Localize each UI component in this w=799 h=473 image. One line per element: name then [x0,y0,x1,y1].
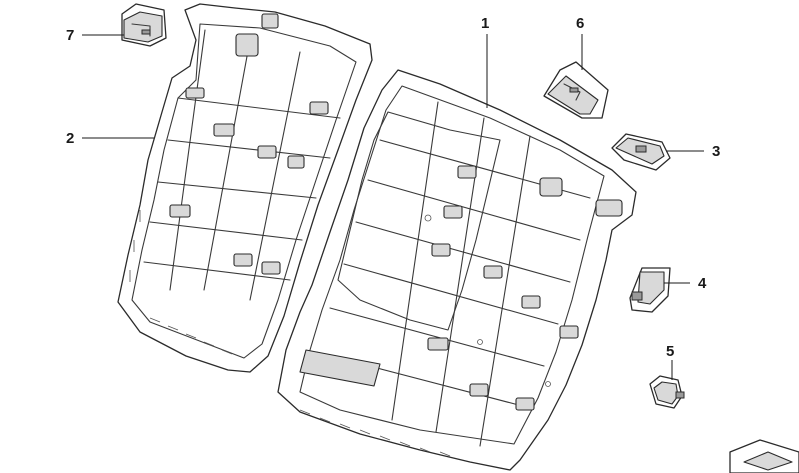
seat-back-frame-right[interactable] [277,69,637,471]
clip-block-part-7[interactable] [121,3,167,47]
callout-2: 2 [66,130,74,147]
callout-5: 5 [666,343,674,360]
publisher-logo-icon [729,439,799,473]
callout-4: 4 [698,275,707,292]
bracket-part-3[interactable] [611,133,671,171]
clip-part-5[interactable] [649,375,685,409]
cap-part-4[interactable] [629,267,671,313]
callout-6: 6 [576,15,584,32]
callout-7: 7 [66,27,74,44]
callout-1: 1 [481,15,489,32]
cover-part-6[interactable] [543,61,609,119]
seat-back-frame-left[interactable] [117,3,373,373]
callout-3: 3 [712,143,720,160]
